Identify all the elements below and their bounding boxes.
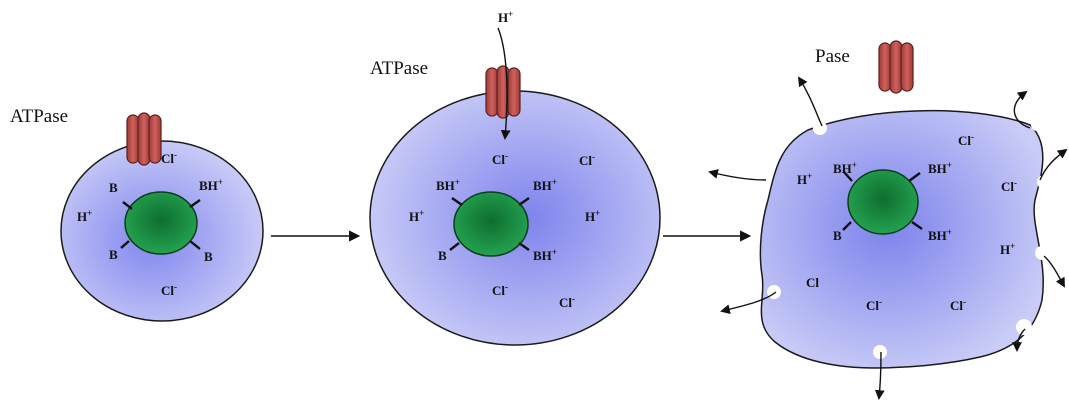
ion-label: B (204, 249, 213, 264)
nucleus-2 (453, 191, 529, 257)
ion-label: Cl- (559, 294, 575, 310)
nucleus-3 (847, 169, 919, 235)
ion-label: H+ (797, 171, 812, 187)
ion-label: B (109, 247, 118, 262)
ion-label: B (833, 228, 842, 243)
ion-label: BH+ (533, 247, 557, 263)
cell-2: ATPase H+ Cl- Cl- BH+ BH+ H+ H+ B BH+ Cl… (369, 9, 661, 346)
nucleus-1 (124, 191, 198, 255)
cell-1: ATPase Cl- B BH+ H+ B B Cl- (10, 106, 264, 322)
atpase-pump-3 (878, 40, 914, 94)
atpase-label-3: Pase (815, 46, 850, 67)
atpase-label-1: ATPase (10, 106, 68, 127)
ion-label: Cl- (161, 150, 177, 166)
ion-label: Cl- (492, 151, 508, 167)
ion-label: Cl (806, 275, 819, 290)
cell-3: Pase (708, 40, 1068, 400)
ion-label: H+ (409, 208, 424, 224)
ion-label: BH+ (436, 177, 460, 193)
ion-label: BH+ (833, 160, 857, 176)
ion-label: Cl- (866, 297, 882, 313)
efflux-arrows (708, 76, 1068, 400)
ion-label: Cl- (950, 297, 966, 313)
ion-label: Cl- (492, 282, 508, 298)
ion-label: BH+ (928, 227, 952, 243)
nucleus-3-bonds (842, 171, 923, 231)
ion-label: H+ (77, 208, 92, 224)
atpase-pump-2 (485, 65, 521, 119)
cell-3-membrane (759, 109, 1044, 369)
incoming-proton: H+ (498, 9, 513, 25)
ion-label: Cl- (161, 282, 177, 298)
nucleus-1-bonds (120, 199, 201, 250)
proton-influx-arrow (497, 27, 511, 140)
ion-label: BH+ (533, 177, 557, 193)
ion-label: B (438, 248, 447, 263)
ion-label: BH+ (928, 160, 952, 176)
ion-label: BH+ (199, 177, 223, 193)
ion-label: Cl- (579, 152, 595, 168)
atpase-pump-1 (126, 112, 162, 166)
ion-label: Cl- (958, 132, 974, 148)
ion-label: H+ (1000, 241, 1015, 257)
atpase-label-2: ATPase (370, 58, 428, 79)
ion-label: B (109, 180, 118, 195)
ion-label: Cl- (1001, 178, 1017, 194)
ion-label: H+ (585, 208, 600, 224)
nucleus-2-bonds (449, 197, 530, 251)
